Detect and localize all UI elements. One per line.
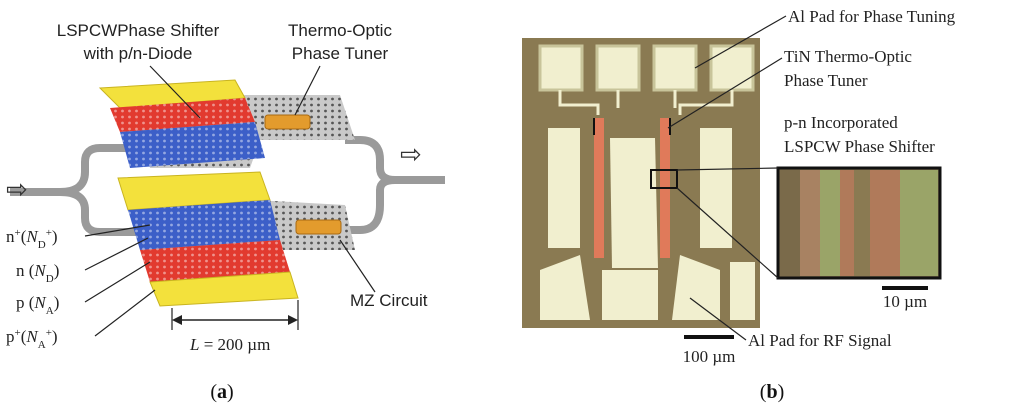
al-pad-rf-leader: [689, 297, 747, 341]
panel-b-micrograph: [522, 38, 760, 328]
center-pad: [610, 138, 658, 268]
doping-label-n-plus: n+(ND+): [6, 227, 58, 251]
al-pad-tuning-leader: [694, 15, 787, 69]
mz-leader: [339, 239, 376, 293]
zoom-line-bottom: [676, 187, 779, 279]
doping-label-n: n (ND): [16, 261, 59, 285]
zoom-box: [650, 169, 678, 189]
input-arrow-icon: ⇨: [6, 175, 28, 205]
length-label: L = 200 µm: [189, 335, 270, 354]
label-phase-shifter-line1: LSPCWPhase Shifter: [57, 21, 220, 40]
output-arrow-icon: ⇨: [400, 140, 422, 170]
scale-label-small: 10 µm: [883, 292, 927, 311]
p-leader: [84, 261, 151, 303]
dim-arrowhead-right: [288, 315, 298, 325]
left-side-pad: [548, 128, 580, 248]
n-plus-leader: [84, 224, 151, 237]
left-heater: [594, 118, 604, 258]
label-mz-circuit: MZ Circuit: [350, 291, 428, 310]
label-phase-shifter-line2: with p/n-Diode: [83, 44, 193, 63]
scale-bar-large: [684, 335, 734, 339]
label-tuner-line1: Thermo-Optic: [288, 21, 392, 40]
top-pad-2: [595, 44, 641, 92]
label-tin-line2: Phase Tuner: [784, 71, 868, 90]
tin-leader: [667, 57, 783, 129]
output-waveguide-lower: [345, 176, 396, 234]
scale-bar-small: [882, 286, 928, 290]
dim-arrowhead-left: [172, 315, 182, 325]
top-pad-3: [652, 44, 698, 92]
label-al-pad-rf: Al Pad for RF Signal: [748, 331, 892, 350]
bottom-pad-2: [602, 270, 658, 320]
panel-a-device: ⇨ ⇨: [6, 79, 445, 307]
zoom-line-top: [676, 167, 779, 171]
scale-label-large: 100 µm: [683, 347, 736, 366]
bottom-pad-4: [730, 262, 755, 320]
top-pad-4: [709, 44, 755, 92]
zoom-inset: [776, 166, 942, 280]
phase-shifter-leader: [149, 65, 201, 119]
lower-yellow-pad-bottom: [149, 271, 299, 307]
right-side-pad: [700, 128, 732, 248]
input-waveguide-lower: [59, 188, 150, 236]
label-pn-line2: LSPCW Phase Shifter: [784, 137, 935, 156]
label-tin-line1: TiN Thermo-Optic: [784, 47, 912, 66]
output-waveguide: [345, 136, 445, 184]
bottom-pad-1: [540, 255, 590, 320]
p-plus-leader: [94, 289, 156, 337]
caption-a: (a): [210, 381, 233, 403]
n-leader: [84, 237, 149, 271]
caption-b: (b): [760, 381, 784, 403]
label-al-pad-tuning: Al Pad for Phase Tuning: [788, 7, 956, 26]
doping-label-p-plus: p+(NA+): [6, 327, 58, 351]
label-tuner-line2: Phase Tuner: [292, 44, 389, 63]
bottom-pad-3: [672, 255, 720, 320]
upper-tuner-block: [264, 114, 311, 130]
top-pad-1: [538, 44, 584, 92]
label-pn-line1: p-n Incorporated: [784, 113, 898, 132]
tuner-leader: [294, 65, 321, 116]
doping-label-p: p (NA): [16, 293, 59, 317]
lower-tuner-block: [295, 219, 342, 235]
